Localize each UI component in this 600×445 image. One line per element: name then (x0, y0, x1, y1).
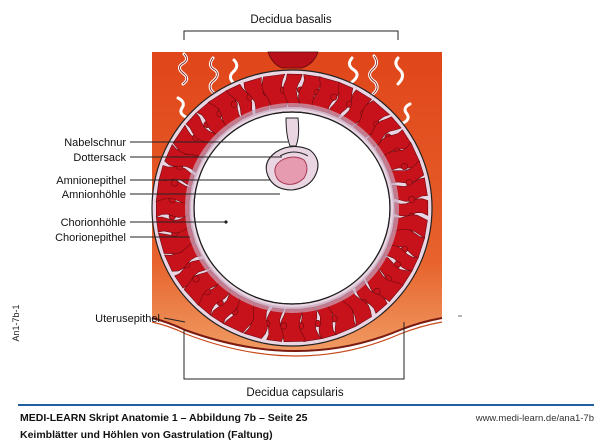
chorion-villus (355, 280, 388, 314)
villus-branch (330, 93, 338, 101)
chorion-villus (279, 308, 306, 343)
footer-subtitle: Keimblätter und Höhlen von Gastrulation … (20, 429, 273, 441)
figure-code: An1-7b-1 (11, 304, 21, 342)
label-chorionhoehle: Chorionhöhle (61, 217, 126, 229)
label-decidua-basalis: Decidua basalis (250, 14, 331, 26)
spiral-artery-stalk (267, 51, 319, 69)
label-amnionhoehle: Amnionhöhle (62, 189, 126, 201)
gastrulation-diagram: Decidua basalis Decidua capsularis Nabel… (55, 14, 462, 399)
chorion-villus (394, 198, 429, 217)
footer-title: MEDI-LEARN Skript Anatomie 1 – Abbildung… (20, 412, 308, 424)
chorion-villus (185, 112, 220, 145)
label-chorionepithel: Chorionepithel (55, 232, 126, 244)
label-uterusepithel: Uterusepithel (95, 313, 160, 325)
chorion-villus (392, 177, 428, 202)
label-dottersack: Dottersack (73, 152, 126, 164)
villus-branch (192, 275, 200, 283)
label-decidua-capsularis: Decidua capsularis (246, 387, 343, 399)
chorion-villus (382, 244, 419, 271)
label-amnionepithel: Amnionepithel (56, 175, 126, 187)
villus-branch (171, 179, 179, 187)
uterine-glands-outline (179, 53, 378, 95)
chorion-villus (282, 73, 303, 108)
chorion-villus (266, 307, 285, 342)
chorion-villus (340, 89, 373, 127)
uterine-epithelium (151, 317, 443, 352)
footer-rule (18, 404, 594, 406)
footer-url[interactable]: www.medi-learn.de/ana1-7b (475, 413, 594, 424)
chorion-ring (151, 69, 433, 347)
chorion-villus (327, 81, 354, 118)
chorion-villus (388, 160, 425, 184)
villus-branch (408, 195, 416, 203)
leader-lines (130, 141, 288, 323)
chorion-villus (155, 214, 192, 234)
chorion-villus (207, 90, 243, 129)
chorion-villus (225, 83, 253, 120)
label-nabelschnur: Nabelschnur (64, 137, 126, 149)
villus-branch (230, 100, 238, 108)
bracket-decidua-capsularis (183, 322, 405, 380)
chorion-villus (210, 288, 241, 325)
chorion-villus (155, 178, 192, 204)
villus-branch (400, 163, 408, 171)
bracket-decidua-basalis (183, 30, 399, 40)
chorion-villus (174, 259, 210, 289)
chorion-villus (367, 116, 402, 148)
